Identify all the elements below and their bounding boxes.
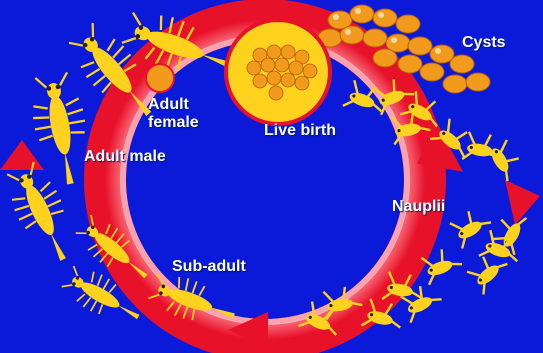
- label-adult-male: Adult male: [84, 148, 166, 166]
- label-live-birth: Live birth: [264, 122, 336, 140]
- label-cysts: Cysts: [462, 34, 506, 52]
- label-nauplii: Nauplii: [392, 198, 445, 216]
- label-adult-female: Adult female: [148, 96, 199, 132]
- egg-sac-icon: [146, 64, 174, 92]
- live-birth-inset: [226, 20, 330, 124]
- label-sub-adult: Sub-adult: [172, 258, 246, 276]
